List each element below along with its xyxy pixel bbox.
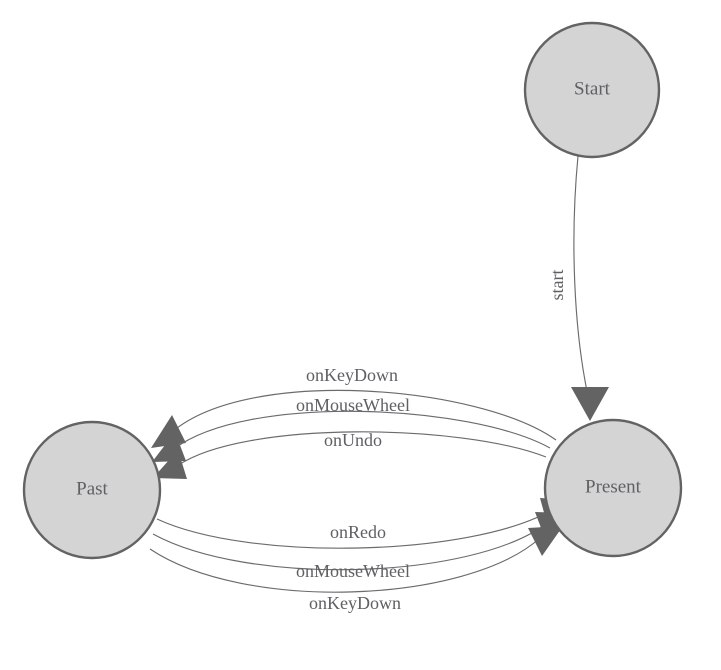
node-start[interactable]: Start [523,21,661,159]
node-past-label: Past [76,478,108,499]
node-past[interactable]: Past [22,420,162,560]
edge-start-to-present-label: start [547,270,567,301]
edge-past-to-present-onredo-label: onRedo [330,522,386,542]
edge-past-to-present-onredo[interactable]: onRedo [156,498,572,549]
edge-start-to-present[interactable]: start [547,155,609,421]
edge-present-to-past-onmousewheel[interactable]: onMouseWheel [152,395,551,462]
edge-present-to-past-onmousewheel-label: onMouseWheel [296,395,410,415]
edge-present-to-past-onundo[interactable]: onUndo [153,430,547,479]
edge-present-to-past-onkeydown-label: onKeyDown [306,365,398,385]
edge-start-to-present-arrowhead [571,387,609,421]
edge-present-to-past-onkeydown-path [171,389,557,441]
edge-past-to-present-onkeydown-label: onKeyDown [309,593,401,613]
edge-present-to-past-onundo-path [176,431,547,467]
edge-present-to-past-onundo-label: onUndo [324,430,382,450]
edge-past-to-present-onredo-path [156,510,551,549]
edge-past-to-present-onkeydown-arrowhead [528,526,563,556]
edge-past-to-present-onkeydown[interactable]: onKeyDown [149,526,563,613]
edge-start-to-present-path [573,155,589,397]
node-start-label: Start [574,78,611,99]
node-start-circle [523,21,661,159]
edge-past-to-present-onmousewheel-label: onMouseWheel [296,561,410,581]
node-present-circle [543,418,683,558]
edge-past-to-present-onkeydown-path [149,537,541,593]
edge-past-to-present-onmousewheel-path [152,523,547,571]
edge-present-to-past-onmousewheel-path [173,410,551,450]
node-present-label: Present [585,476,642,497]
node-present[interactable]: Present [543,418,683,558]
edge-present-to-past-onundo-arrowhead [153,450,187,479]
node-past-circle [22,420,162,560]
